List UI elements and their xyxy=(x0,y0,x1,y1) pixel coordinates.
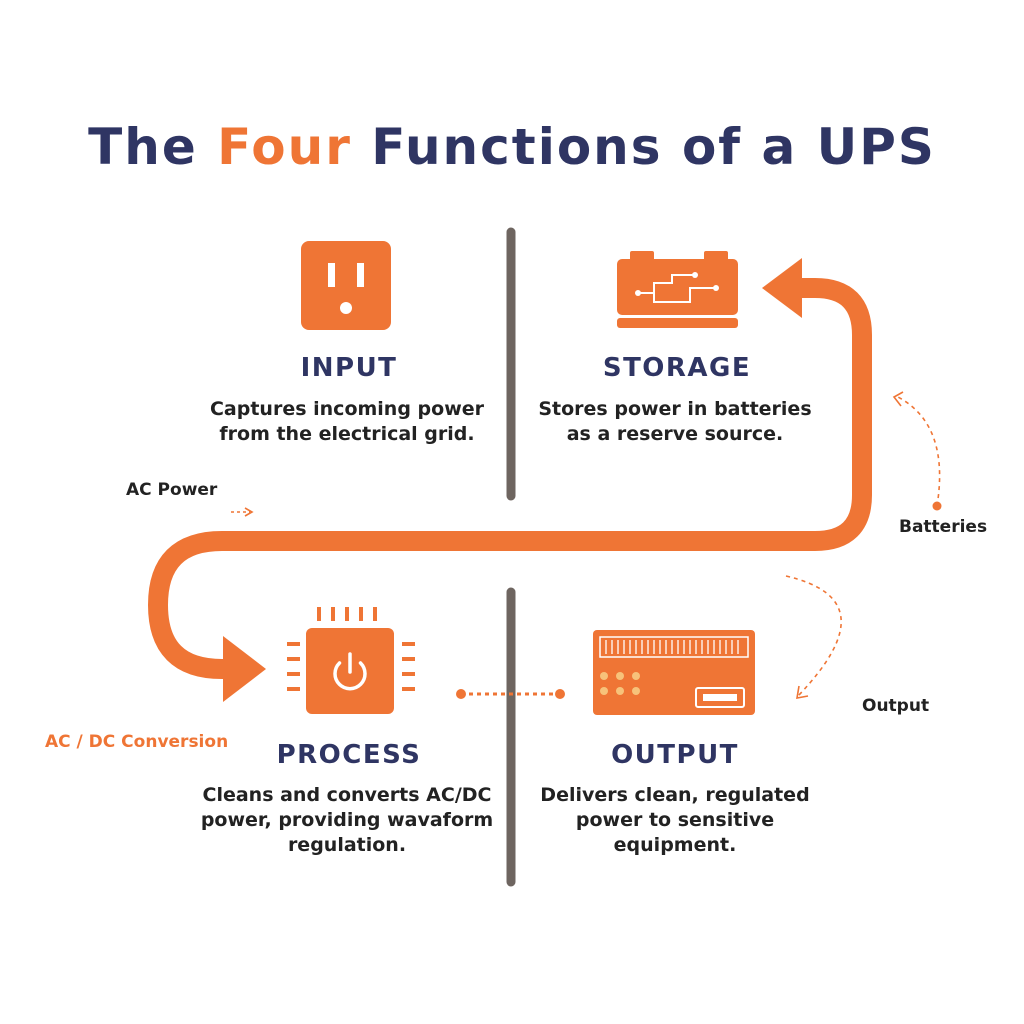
process-description: Cleans and converts AC/DC power, providi… xyxy=(200,784,494,856)
output-description: Delivers clean, regulated power to sensi… xyxy=(540,784,810,856)
ac-dc-conversion-label: AC / DC Conversion xyxy=(45,732,229,752)
process-heading: PROCESS xyxy=(276,740,422,770)
batteries-arrow xyxy=(892,391,942,511)
ac-power-arrow xyxy=(231,507,254,517)
storage-heading: STORAGE xyxy=(602,353,752,383)
ac-power-label: AC Power xyxy=(126,480,218,500)
input-heading: INPUT xyxy=(300,353,398,383)
flow-arrow xyxy=(148,278,872,679)
process-output-connector xyxy=(456,689,565,699)
output-curve-arrow xyxy=(785,575,842,699)
ups-unit-icon xyxy=(593,630,755,715)
storage-description: Stores power in batteries as a reserve s… xyxy=(538,398,812,445)
title-suffix: Functions of a UPS xyxy=(351,118,936,176)
title-prefix: The xyxy=(88,118,218,176)
battery-icon xyxy=(617,251,738,328)
output-heading: OUTPUT xyxy=(611,740,739,770)
page-title: The Four Functions of a UPS xyxy=(0,118,1024,176)
input-description: Captures incoming power from the electri… xyxy=(209,398,485,445)
flow-arrowhead-storage xyxy=(762,258,802,318)
chip-power-icon xyxy=(287,607,415,714)
output-label: Output xyxy=(862,696,930,716)
outlet-icon xyxy=(301,241,391,330)
flow-arrowhead-process xyxy=(223,636,266,702)
title-accent: Four xyxy=(217,118,352,176)
batteries-label: Batteries xyxy=(899,517,988,537)
